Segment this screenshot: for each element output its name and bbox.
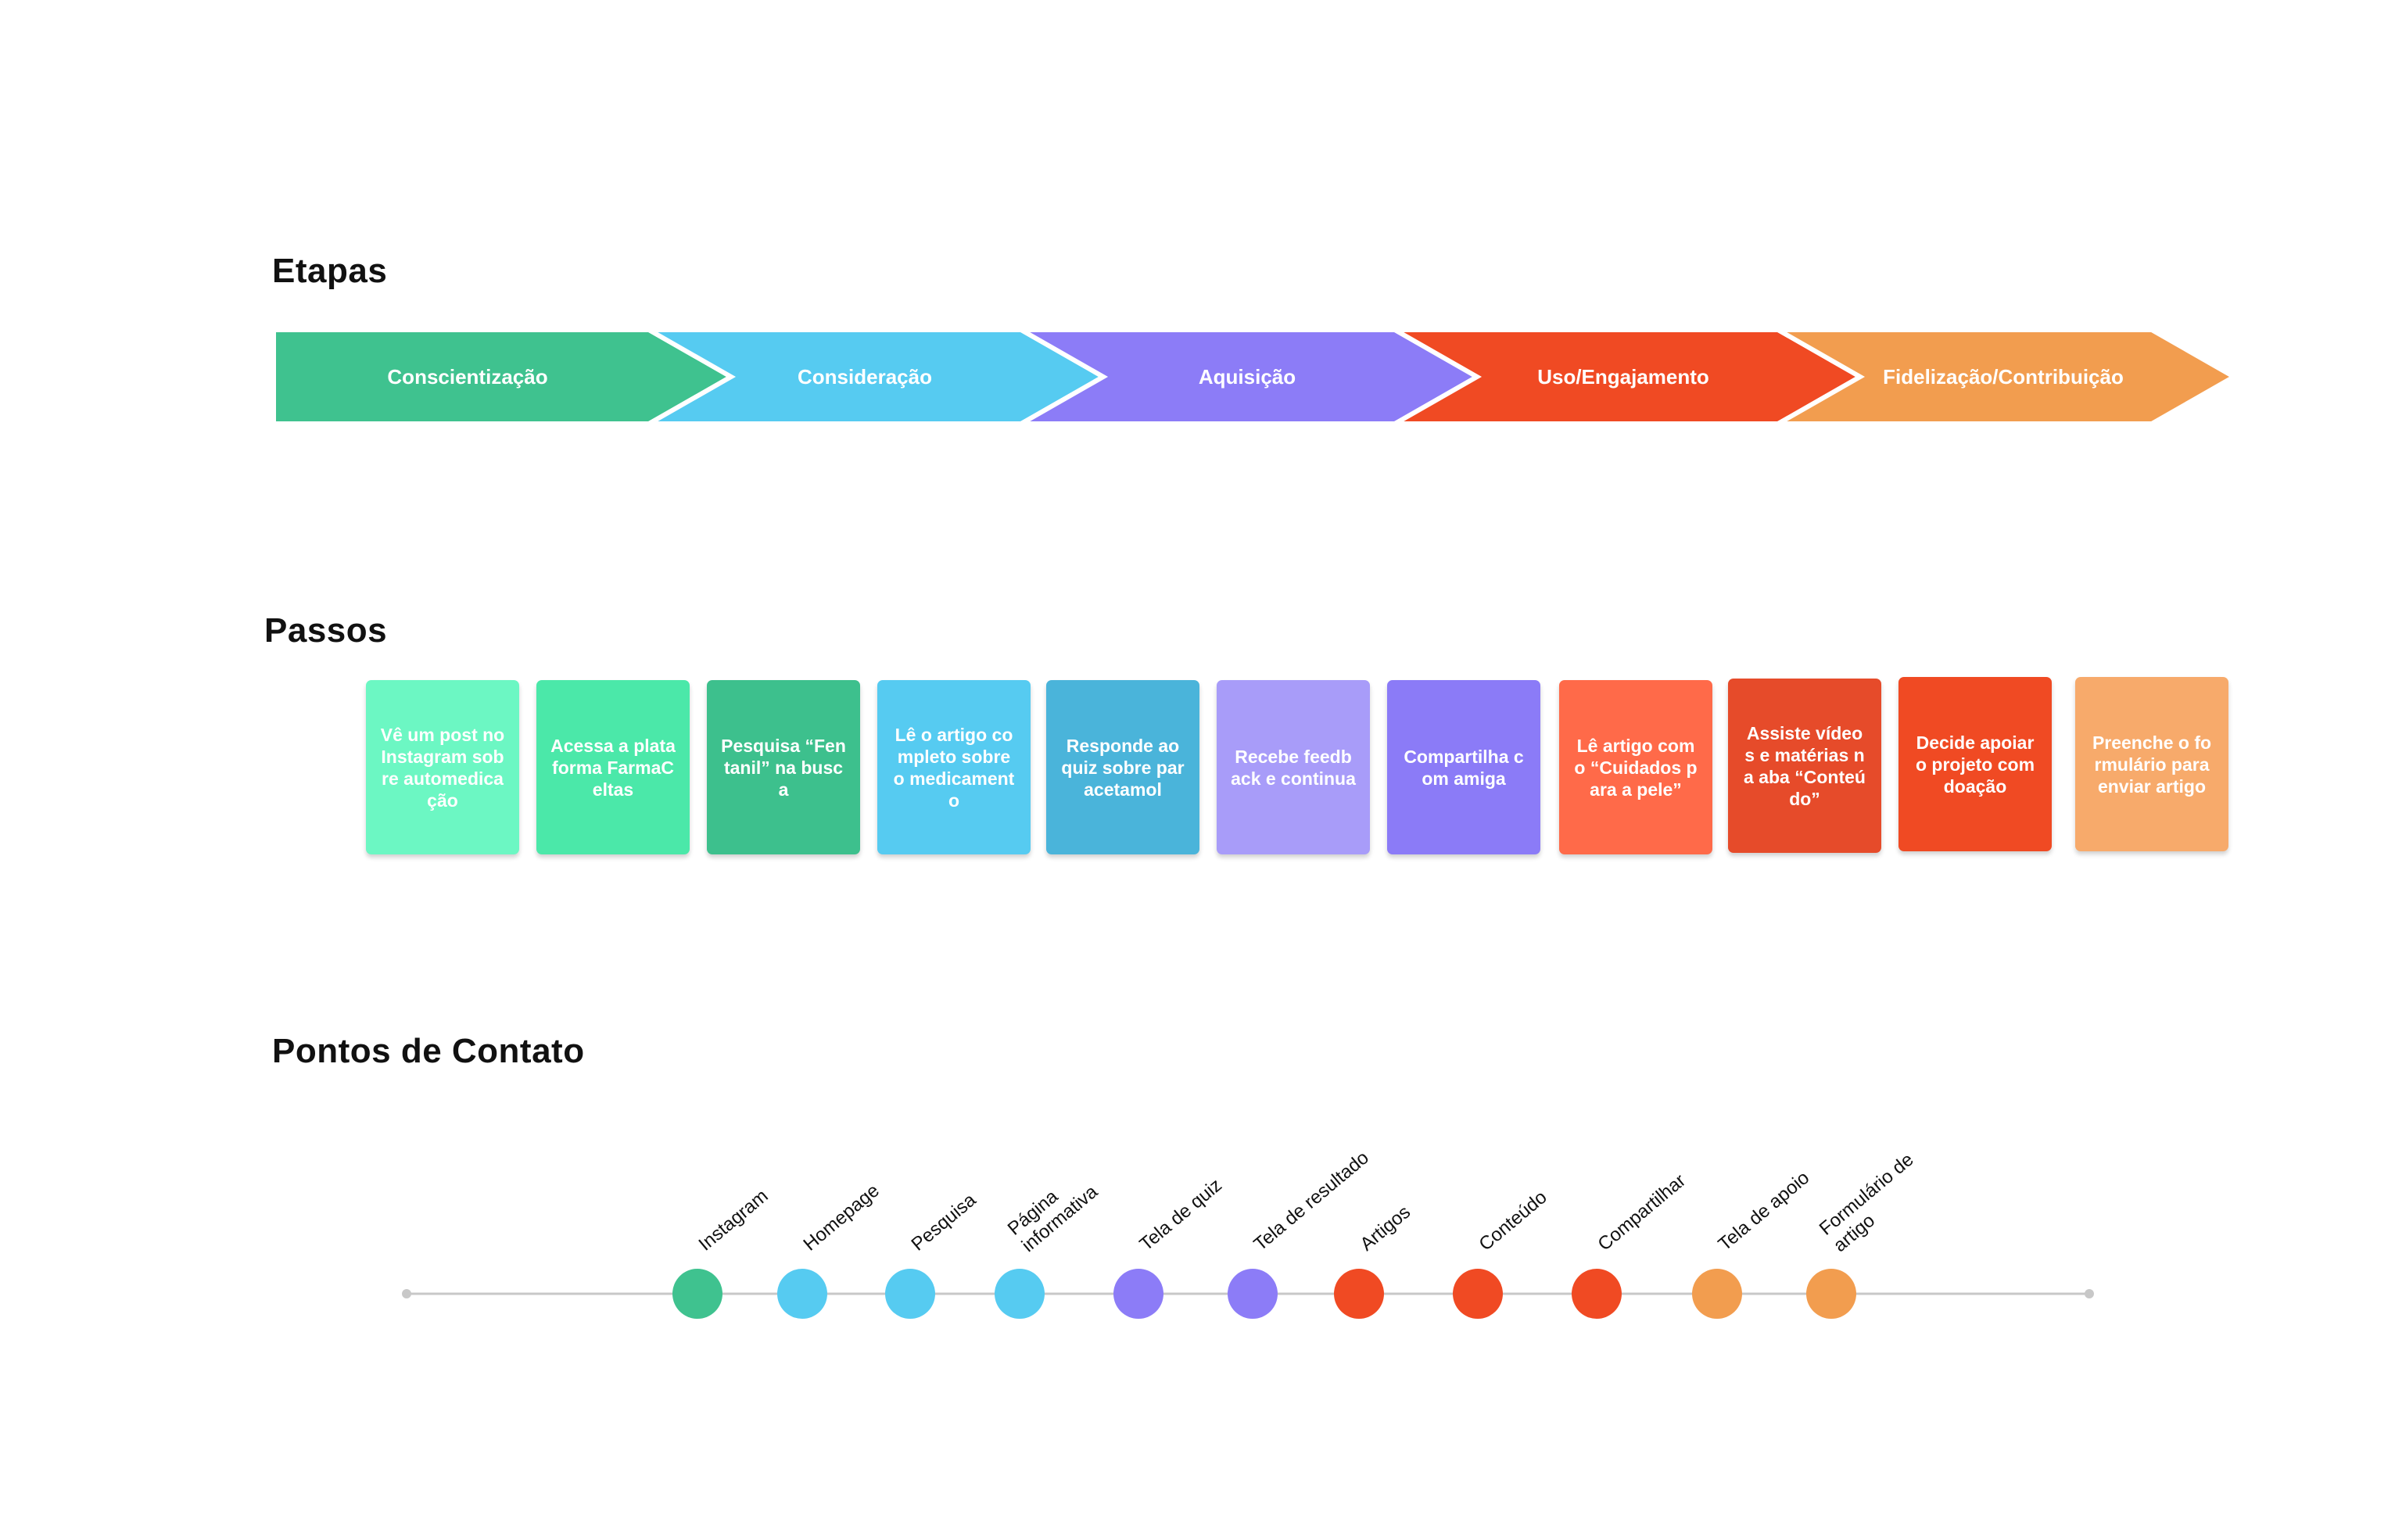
stage-label: Uso/Engajamento [1537,365,1709,389]
touchpoint-dot [885,1269,935,1319]
step-text: Responde ao quiz sobre paracetamol [1061,735,1185,800]
touchpoint-dot [995,1269,1045,1319]
step-card: Assiste vídeos e matérias na aba “Conteú… [1728,679,1881,853]
step-card: Pesquisa “Fentanil” na busca [707,680,860,854]
touchpoint-dot [1334,1269,1384,1319]
touchpoint-label: Formulário deartigo [1816,1149,1932,1256]
step-card: Lê o artigo completo sobre o medicamento [877,680,1031,854]
touchpoint-label: Pesquisa [908,1189,981,1255]
stage-label: Conscientização [387,365,547,389]
step-text: Lê o artigo completo sobre o medicamento [893,724,1015,811]
stage-label: Fidelização/Contribuição [1883,365,2124,389]
timeline-start-dot [402,1289,411,1298]
step-text: Vê um post no Instagram sobre automedica… [380,724,505,811]
touchpoint-label: Conteúdo [1475,1187,1551,1255]
touchpoint-label: Instagram [695,1185,773,1255]
step-text: Lê artigo como “Cuidados para a pele” [1574,735,1698,800]
stage-label: Aquisição [1199,365,1296,389]
touchpoint-label: Compartilhar [1594,1170,1690,1255]
touchpoint-dot [1806,1269,1856,1319]
step-card: Decide apoiar o projeto com doação [1898,677,2052,851]
touchpoint-dot [1572,1269,1622,1319]
step-card: Compartilha com amiga [1387,680,1540,854]
step-card: Vê um post no Instagram sobre automedica… [366,680,519,854]
touchpoint-label: Tela de apoio [1715,1167,1814,1255]
stage-chevron [1769,328,2239,426]
timeline-end-dot [2085,1289,2094,1298]
stages-diagram: Conscientização Consideração Aquisição Uso/… [271,328,2239,426]
touchpoint-label: Homepage [800,1180,884,1255]
step-card: Acessa a plataforma FarmaCeltas [536,680,690,854]
stage-label: Consideração [798,365,932,389]
touchpoint-dot [672,1269,722,1319]
step-text: Assiste vídeos e matérias na aba “Conteú… [1744,722,1866,809]
pontos-title: Pontos de Contato [272,1032,585,1070]
touchpoint-dot [1113,1269,1163,1319]
step-text: Acessa a plataforma FarmaCeltas [550,735,676,800]
touchpoint-dot [1453,1269,1503,1319]
step-card: Responde ao quiz sobre paracetamol [1046,680,1199,854]
touchpoint-dot [1228,1269,1278,1319]
step-text: Decide apoiar o projeto com doação [1915,732,2035,797]
step-text: Pesquisa “Fentanil” na busca [721,735,846,800]
passos-title: Passos [264,611,388,650]
step-text: Preenche o formulário para enviar artigo [2092,732,2212,797]
touchpoint-label: Artigos [1357,1202,1415,1255]
touchpoint-label: Páginainformativa [1004,1164,1102,1256]
step-text: Compartilha com amiga [1404,746,1524,789]
touchpoint-label: Tela de quiz [1136,1175,1226,1255]
step-card: Preenche o formulário para enviar artigo [2075,677,2228,851]
touchpoint-dot [777,1269,827,1319]
etapas-title: Etapas [272,252,388,290]
touchpoint-label: Tela de resultado [1250,1147,1373,1255]
step-text: Recebe feedback e continua [1231,746,1356,789]
step-card: Recebe feedback e continua [1217,680,1370,854]
touchpoint-dot [1692,1269,1742,1319]
step-card: Lê artigo como “Cuidados para a pele” [1559,680,1712,854]
